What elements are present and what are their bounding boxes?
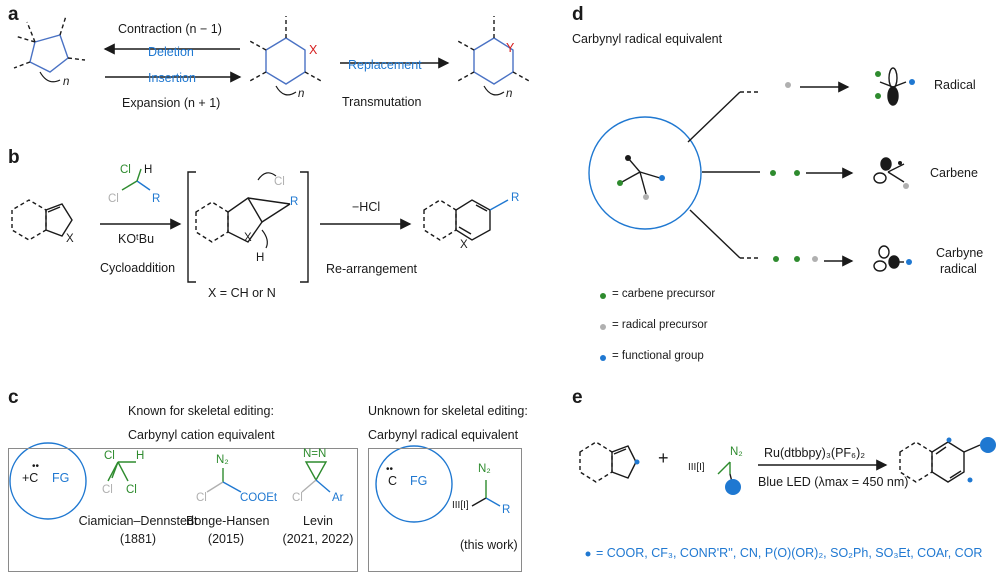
carbyne-label: Carbyne	[936, 246, 984, 260]
unknown-subtitle: Carbynyl radical equivalent	[368, 428, 519, 442]
catalyst-label: Ru(dtbbpy)₃(PF₆)₂	[764, 446, 866, 460]
bh-ester-label: COOEt	[240, 492, 278, 504]
base-label: KOᵗBu	[118, 232, 155, 246]
known-box	[8, 448, 358, 572]
six-ring-x	[265, 37, 306, 85]
lv-year: (2021, 2022)	[282, 532, 354, 546]
x-definition: X = CH or N	[208, 286, 276, 300]
reagent-cl-label: Cl	[108, 193, 119, 205]
panel-label-a: a	[8, 4, 19, 25]
panel-a-drawing	[13, 15, 532, 96]
panel-d-drawing	[588, 67, 915, 361]
tw-i-label: III[I]	[452, 500, 469, 511]
rearrangement-label: Re-arrangement	[326, 262, 418, 276]
panel-label-b: b	[8, 147, 20, 168]
cd-cl-label: Cl	[104, 450, 115, 462]
minus-hcl-label: −HCl	[352, 200, 381, 214]
cd-cl-label: Cl	[102, 484, 113, 496]
cd-h-label: H	[136, 450, 145, 462]
radical-symbol: C	[388, 474, 398, 488]
int-h-label: H	[256, 252, 265, 264]
carbene-label: Carbene	[930, 166, 978, 180]
bh-n2-label: N₂	[216, 454, 229, 466]
panel-label-d: d	[572, 4, 584, 25]
ring-n-label: n	[298, 88, 305, 100]
legend-fg: = functional group	[612, 350, 704, 362]
panel-label-e: e	[572, 387, 583, 408]
panel-e-drawing	[579, 437, 996, 557]
int-x-label: X	[244, 232, 252, 244]
radical-dots: ••	[386, 464, 394, 475]
carbyne-label-2: radical	[940, 262, 977, 276]
cation-symbol: +C	[22, 471, 39, 485]
reagent-h-label: H	[144, 164, 153, 176]
insertion-label: Insertion	[148, 71, 196, 85]
transmutation-label: Transmutation	[342, 95, 422, 109]
lv-name: Levin	[303, 514, 333, 528]
known-subtitle: Carbynyl cation equivalent	[128, 428, 275, 442]
panel-b-drawing	[11, 168, 509, 283]
panel-d-title: Carbynyl radical equivalent	[572, 32, 723, 46]
panel-label-c: c	[8, 387, 19, 408]
bh-cl-label: Cl	[196, 492, 207, 504]
bh-name: Bonge-Hansen	[186, 514, 270, 528]
light-label: Blue LED (λmax = 450 nm)	[758, 475, 909, 489]
atom-x-label: X	[309, 43, 318, 57]
plus-sign: +	[658, 448, 669, 468]
prod-r-label: R	[511, 192, 520, 204]
sm-x-label: X	[66, 233, 74, 245]
ring-n-label: n	[506, 88, 513, 100]
ring-n-label: n	[63, 76, 70, 88]
prod-x-label: X	[460, 239, 468, 251]
tw-n2-label: N₂	[478, 463, 491, 475]
radical-label: Radical	[934, 78, 976, 92]
int-r-label: R	[290, 196, 299, 208]
cycloaddition-label: Cycloaddition	[100, 261, 176, 275]
reagent-i-label: III[I]	[688, 462, 705, 473]
bh-year: (2015)	[207, 532, 245, 546]
legend-radical: = radical precursor	[612, 319, 708, 331]
lv-nn-label: N=N	[303, 448, 327, 460]
expansion-label: Expansion (n + 1)	[122, 96, 221, 110]
int-cl-label: Cl	[274, 176, 285, 188]
replacement-label: Replacement	[348, 58, 422, 72]
reagent-n2-label: N₂	[730, 446, 743, 458]
lv-ar-label: Ar	[332, 492, 344, 504]
cd-name: Ciamician–Dennstedt	[78, 514, 198, 528]
tw-r-label: R	[502, 504, 511, 516]
known-title: Known for skeletal editing:	[128, 404, 274, 418]
fg-label: FG	[52, 471, 70, 485]
lv-cl-label: Cl	[292, 492, 303, 504]
cd-year: (1881)	[119, 532, 157, 546]
fg-label: FG	[410, 474, 428, 488]
unknown-box	[368, 448, 522, 572]
reagent-cl-label: Cl	[120, 164, 131, 176]
fg-list: = COOR, CF₃, CONR'R'', CN, P(O)(OR)₂, SO…	[596, 546, 983, 560]
legend-carbene: = carbene precursor	[612, 288, 716, 300]
cd-cl-label: Cl	[126, 484, 137, 496]
unknown-title: Unknown for skeletal editing:	[368, 404, 528, 418]
atom-y-label: Y	[506, 41, 515, 55]
this-work-label: (this work)	[460, 538, 518, 552]
contracted-ring	[29, 34, 69, 73]
contraction-label: Contraction (n − 1)	[118, 22, 222, 36]
reagent-r-label: R	[152, 193, 161, 205]
lone-pair-dots: ••	[32, 461, 40, 472]
deletion-label: Deletion	[148, 45, 194, 59]
panel-c-drawing	[9, 442, 501, 523]
